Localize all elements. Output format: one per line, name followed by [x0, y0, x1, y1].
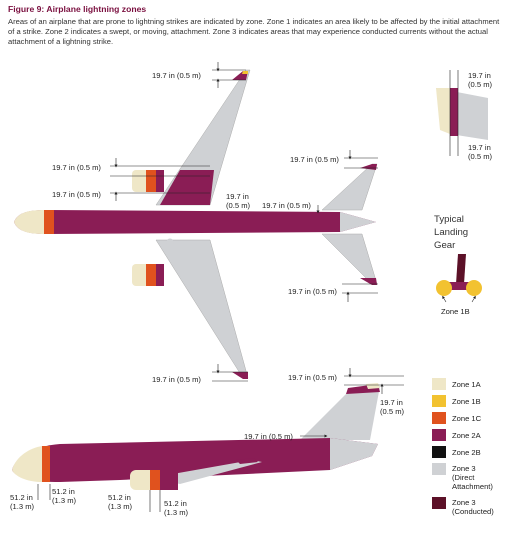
side-nose-zone1a	[12, 446, 42, 482]
lower-wing	[155, 239, 249, 379]
side-nose-zone1c	[42, 446, 50, 482]
svg-text:Zone 3: Zone 3	[452, 498, 476, 507]
side-engine-zone2a	[160, 470, 178, 490]
vertical-tail	[300, 386, 380, 440]
dim-vtail-side-a: 19.7 in	[380, 398, 403, 407]
upper-wing-zone2a	[160, 170, 214, 205]
dim-stab-lower: 19.7 in (0.5 m)	[288, 287, 337, 296]
top-dimensions: 19.7 in (0.5 m) 19.7 in (0.5 m) 19.7 in …	[52, 62, 378, 384]
dim-fuselage-top: 19.7 in (0.5 m)	[244, 432, 293, 441]
svg-text:Attachment): Attachment)	[452, 482, 493, 491]
svg-text:Zone 3: Zone 3	[452, 464, 476, 473]
dim-detail-bot-b: (0.5 m)	[468, 152, 493, 161]
fuselage-window	[166, 238, 174, 246]
legend-item-zone-1b: Zone 1B	[432, 395, 481, 407]
dim-vtail-top: 19.7 in (0.5 m)	[288, 373, 337, 382]
vertical-tail-tip-1a	[366, 383, 380, 389]
dim-nose-left-a: 51.2 in	[10, 493, 33, 502]
top-fuselage	[14, 210, 376, 234]
dim-engine-upper: 19.7 in (0.5 m)	[52, 163, 101, 172]
dim-wingtip-lower: 19.7 in (0.5 m)	[152, 375, 201, 384]
gear-zone-label: Zone 1B	[441, 307, 470, 316]
top-nose-zone1a	[14, 210, 44, 234]
legend-item-zone-2b: Zone 2B	[432, 446, 481, 458]
svg-text:Zone 1A: Zone 1A	[452, 380, 482, 389]
upper-engine-zone1c	[146, 170, 156, 192]
top-nose-zone1c	[44, 210, 54, 234]
wingtip-detail: 19.7 in (0.5 m) 19.7 in (0.5 m)	[436, 70, 493, 161]
dim-wingroot-a: 19.7 in	[226, 192, 249, 201]
lower-engine-zone2a	[156, 264, 164, 286]
top-tail-zone3	[340, 212, 376, 232]
dim-vtail-side-b: (0.5 m)	[380, 407, 405, 416]
side-view-airplane	[12, 383, 380, 490]
dim-engine-left-a: 51.2 in	[108, 493, 131, 502]
lower-wing-tip-zone2a	[232, 372, 248, 379]
dim-detail-top-a: 19.7 in	[468, 71, 491, 80]
gear-title-3: Gear	[434, 240, 456, 251]
legend-item-zone-1c: Zone 1C	[432, 412, 482, 424]
upper-stabilizer-tip	[360, 164, 377, 170]
dim-nose-left-b: (1.3 m)	[10, 502, 35, 511]
figure-caption: Areas of an airplane that are prone to l…	[8, 17, 500, 46]
figure-title: Figure 9: Airplane lightning zones	[8, 4, 147, 14]
legend-item-zone-3-direct: Zone 3 (Direct Attachment)	[432, 463, 493, 491]
legend-item-zone-1a: Zone 1A	[432, 378, 482, 390]
legend-item-zone-3-conducted: Zone 3 (Conducted)	[432, 497, 494, 516]
lower-stabilizer-tip	[360, 278, 377, 285]
dim-wingtip-upper: 19.7 in (0.5 m)	[152, 71, 201, 80]
dim-nose-right-a: 51.2 in	[52, 487, 75, 496]
svg-text:(Direct: (Direct	[452, 473, 475, 482]
dim-engine-left-b: (1.3 m)	[108, 502, 133, 511]
lower-stabilizer	[321, 233, 378, 285]
legend-item-zone-2a: Zone 2A	[432, 429, 482, 441]
upper-stabilizer	[321, 163, 378, 211]
legend: Zone 1A Zone 1B Zone 1C Zone 2A Zone 2B …	[432, 378, 494, 516]
side-dimensions: 19.7 in (0.5 m) 19.7 in (0.5 m) 19.7 in …	[10, 368, 405, 517]
upper-engine-zone2a	[156, 170, 164, 192]
svg-text:Zone 2B: Zone 2B	[452, 448, 481, 457]
side-engine-zone1c	[150, 470, 160, 490]
dim-engine-lower: 19.7 in (0.5 m)	[52, 190, 101, 199]
side-tail-zone3	[330, 438, 378, 470]
svg-text:(Conducted): (Conducted)	[452, 507, 494, 516]
upper-wing-tip-zone1c	[242, 71, 248, 74]
side-wing-tip	[236, 458, 258, 464]
dim-nose-right-b: (1.3 m)	[52, 496, 77, 505]
lower-engine-zone1c	[146, 264, 156, 286]
landing-gear-detail: Typical Landing Gear Zone 1B	[434, 214, 482, 316]
side-fuselage	[12, 438, 378, 482]
gear-title-2: Landing	[434, 227, 468, 238]
dim-stab-upper: 19.7 in (0.5 m)	[290, 155, 339, 164]
dim-engine-right-b: (1.3 m)	[164, 508, 189, 517]
dim-wingroot-b: (0.5 m)	[226, 201, 251, 210]
gear-title-1: Typical	[434, 214, 464, 225]
svg-text:Zone 1B: Zone 1B	[452, 397, 481, 406]
svg-text:Zone 1C: Zone 1C	[452, 414, 482, 423]
dim-detail-top-b: (0.5 m)	[468, 80, 493, 89]
svg-text:Zone 2A: Zone 2A	[452, 431, 482, 440]
dim-engine-right-a: 51.2 in	[164, 499, 187, 508]
top-view-airplane	[14, 69, 378, 379]
dim-tailcone: 19.7 in (0.5 m)	[262, 201, 311, 210]
dim-detail-bot-a: 19.7 in	[468, 143, 491, 152]
